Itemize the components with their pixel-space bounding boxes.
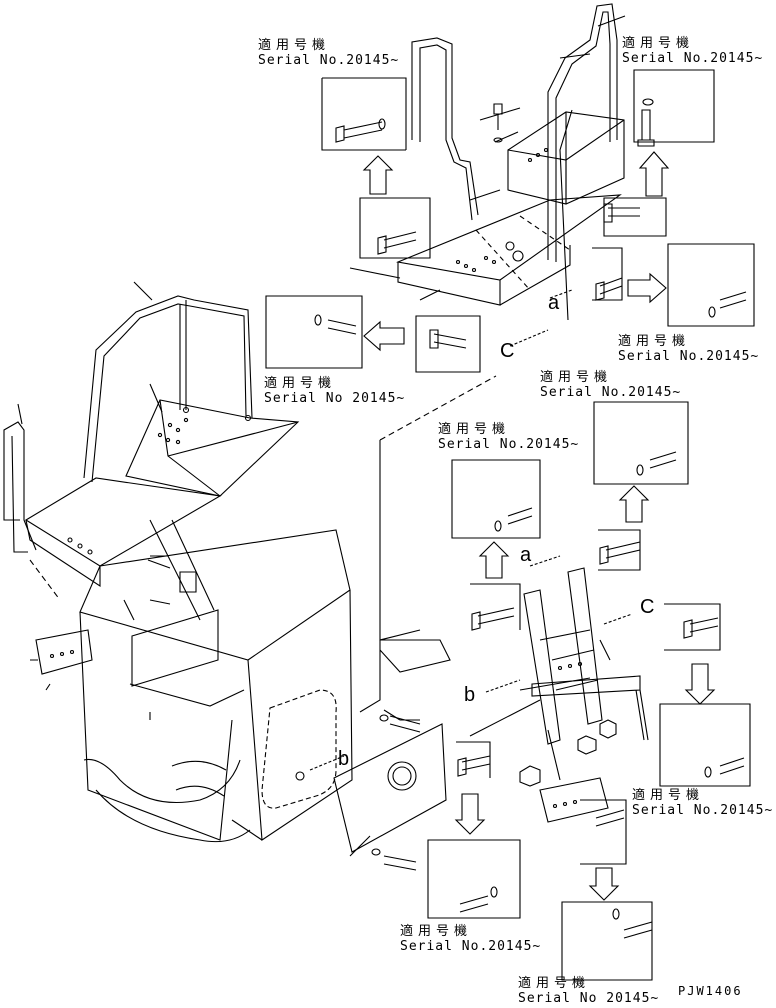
serial-label-bottom-center: 適用号機 Serial No.20145~	[400, 924, 541, 954]
serial-label-number: Serial No.20145~	[622, 51, 764, 66]
serial-label-jp: 適用号機	[258, 38, 331, 53]
serial-label-jp: 適用号機	[618, 334, 691, 349]
serial-label-right-platform: 適用号機 Serial No.20145~	[618, 334, 759, 364]
view-letter-a-mid: a	[520, 544, 532, 566]
view-letter-c-mid: C	[640, 596, 655, 618]
view-letter-b-body: b	[338, 748, 350, 770]
view-letter-a-top: a	[548, 292, 560, 314]
flow-arrows	[309, 151, 716, 901]
serial-label-jp: 適用号機	[264, 376, 337, 391]
serial-label-right-middle: 適用号機 Serial No.20145~	[540, 370, 681, 400]
serial-label-center: 適用号機 Serial No.20145~	[438, 422, 579, 452]
serial-label-jp: 適用号機	[622, 36, 695, 51]
step-assembly	[333, 440, 649, 853]
top-platform-assembly	[349, 3, 626, 321]
serial-label-bottom: 適用号機 Serial No 20145~	[518, 976, 659, 1006]
serial-label-jp: 適用号機	[518, 976, 591, 991]
serial-label-number: Serial No 20145~	[264, 391, 406, 406]
bolt-details	[314, 98, 747, 939]
serial-label-number: Serial No.20145~	[438, 437, 580, 452]
serial-label-jp: 適用号機	[438, 422, 511, 437]
serial-label-number: Serial No.20145~	[400, 939, 542, 954]
serial-label-jp: 適用号機	[632, 788, 705, 803]
drawing-code: PJW1406	[678, 984, 743, 998]
main-body-assembly	[3, 281, 497, 857]
serial-label-number: Serial No.20145~	[540, 385, 682, 400]
serial-label-jp: 適用号機	[400, 924, 473, 939]
serial-label-number: Serial No.20145~	[618, 349, 760, 364]
serial-label-number: Serial No 20145~	[518, 991, 660, 1006]
serial-label-number: Serial No.20145~	[258, 53, 400, 68]
serial-label-jp: 適用号機	[540, 370, 613, 385]
detail-boxes	[265, 69, 755, 981]
view-letter-b-step: b	[464, 684, 476, 706]
serial-label-left-platform: 適用号機 Serial No 20145~	[264, 376, 405, 406]
serial-label-top-left: 適用号機 Serial No.20145~	[258, 38, 399, 68]
serial-label-number: Serial No.20145~	[632, 803, 774, 818]
view-letter-c-top: C	[500, 340, 515, 362]
serial-label-bottom-right: 適用号機 Serial No.20145~	[632, 788, 773, 818]
serial-label-top-right: 適用号機 Serial No.20145~	[622, 36, 763, 66]
